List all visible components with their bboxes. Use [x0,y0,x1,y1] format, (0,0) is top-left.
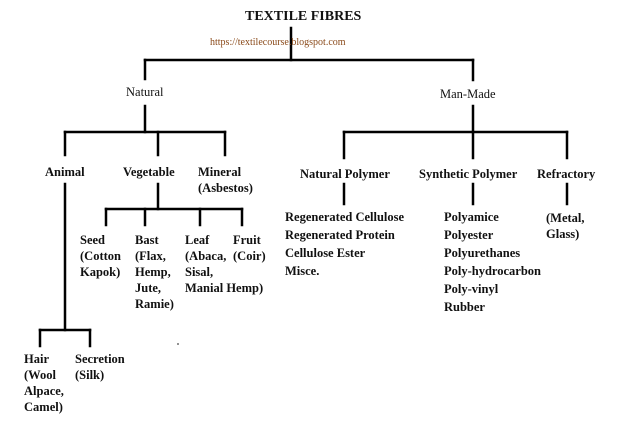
bast-node: Bast (Flax, Hemp, Jute, Ramie) [135,233,174,311]
refractory-items: (Metal, Glass) [546,211,585,241]
synthetic-polymer-node: Synthetic Polymer [419,167,518,181]
natural-polymer-node: Natural Polymer [300,167,390,181]
mineral-node: Mineral (Asbestos) [198,165,253,195]
fruit-node: Fruit (Coir) [233,233,266,263]
source-url: https://textilecourse.blogspot.com [210,37,346,48]
hair-node: Hair (Wool Alpace, Camel) [24,352,64,414]
vegetable-node: Vegetable [123,165,175,179]
man-made-node: Man-Made [440,87,496,101]
synthetic-polymer-items: Polyamice Polyester Polyurethanes Poly-h… [444,210,541,314]
diagram-title: TEXTILE FIBRES [245,9,362,24]
seed-node: Seed (Cotton Kapok) [80,233,121,279]
natural-node: Natural [126,85,164,99]
secretion-node: Secretion (Silk) [75,352,125,382]
natural-polymer-items: Regenerated Cellulose Regenerated Protei… [285,210,405,278]
animal-node: Animal [45,165,85,179]
leaf-node: Leaf (Abaca, Sisal, Manial Hemp) [185,233,264,295]
stray-dot [177,343,179,345]
refractory-node: Refractory [537,167,596,181]
